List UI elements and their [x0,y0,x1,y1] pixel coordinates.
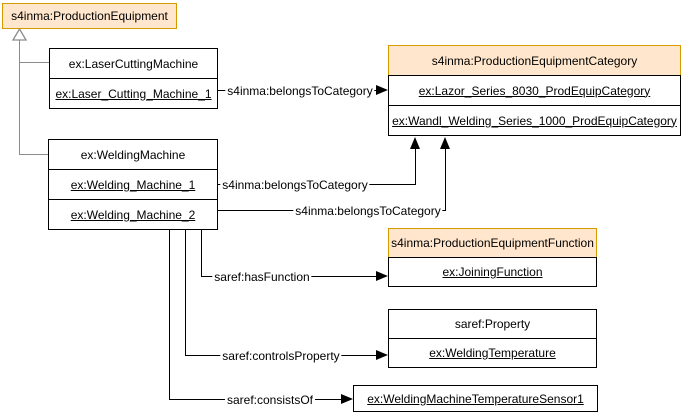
class-title: s4inma:ProductionEquipment [2,3,177,29]
class-box-production-equipment[interactable]: s4inma:ProductionEquipment [2,3,177,29]
arrowhead-icon [376,271,388,281]
class-title: s4inma:ProductionEquipmentFunction [388,228,597,258]
edge-line [185,229,186,355]
edge-label-belongs-to-category-2[interactable]: s4inma:belongsToCategory [220,178,370,192]
arrowhead-icon [410,137,420,149]
class-title: saref:Property [388,309,597,339]
edge-line [169,229,170,399]
instance-row-welding-machine-1[interactable]: ex:Welding_Machine_1 [48,169,218,200]
edge-label-belongs-to-category-1[interactable]: s4inma:belongsToCategory [225,84,375,98]
instance-row-lazor-series-category[interactable]: ex:Lazor_Series_8030_ProdEquipCategory [388,75,681,106]
generalization-arrow-icon [12,28,27,41]
instance-title: ex:WeldingMachineTemperatureSensor1 [353,385,598,412]
class-title: s4inma:ProductionEquipmentCategory [388,45,681,76]
instance-row-joining-function[interactable]: ex:JoiningFunction [388,257,597,287]
arrowhead-icon [376,350,388,360]
edge-line [445,148,446,210]
edge-label-belongs-to-category-3[interactable]: s4inma:belongsToCategory [293,204,443,218]
instance-row-welding-temperature[interactable]: ex:WeldingTemperature [388,338,597,368]
edge-label-has-function[interactable]: saref:hasFunction [212,270,312,284]
edge-label-controls-property[interactable]: saref:controlsProperty [220,349,342,363]
instance-row-wandl-welding-series-category[interactable]: ex:Wandl_Welding_Series_1000_ProdEquipCa… [388,105,681,136]
class-box-saref-property[interactable]: saref:Property ex:WeldingTemperature [388,309,597,368]
class-box-production-equipment-function[interactable]: s4inma:ProductionEquipmentFunction ex:Jo… [388,228,597,287]
instance-box-welding-machine-temperature-sensor[interactable]: ex:WeldingMachineTemperatureSensor1 [353,385,598,412]
edge-label-consists-of[interactable]: saref:consistsOf [224,393,316,407]
class-box-production-equipment-category[interactable]: s4inma:ProductionEquipmentCategory ex:La… [388,45,681,136]
edge-line [415,148,416,184]
edge-line [19,62,49,63]
arrowhead-icon [341,394,353,404]
instance-row-laser-cutting-machine-1[interactable]: ex:Laser_Cutting_Machine_1 [49,78,218,109]
arrowhead-icon [376,85,388,95]
class-box-laser-cutting-machine[interactable]: ex:LaserCuttingMachine ex:Laser_Cutting_… [49,48,218,109]
edge-line [19,40,20,155]
instance-row-welding-machine-2[interactable]: ex:Welding_Machine_2 [48,199,218,230]
edge-line [201,229,202,276]
edge-line [19,154,48,155]
class-title: ex:LaserCuttingMachine [49,48,218,79]
arrowhead-icon [440,137,450,149]
class-box-welding-machine[interactable]: ex:WeldingMachine ex:Welding_Machine_1 e… [48,139,218,230]
class-title: ex:WeldingMachine [48,139,218,170]
